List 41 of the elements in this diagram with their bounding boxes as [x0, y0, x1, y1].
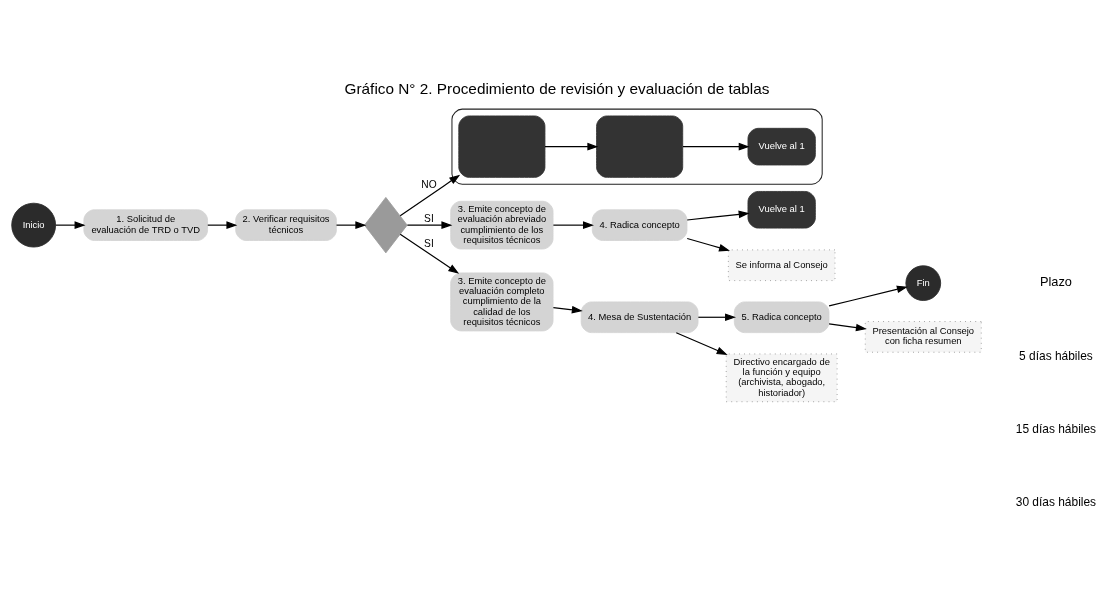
- node-circle: Fin: [905, 264, 942, 301]
- arrow: [55, 220, 86, 229]
- node-box: Directivo encargado de la función y equipo (archivista, abogado, historiador): [725, 353, 838, 402]
- arrow: [697, 312, 736, 321]
- arrow: [399, 233, 460, 274]
- arrow: [406, 220, 453, 229]
- arrow: [399, 174, 461, 216]
- label: 15 días hábiles: [1015, 421, 1097, 436]
- arrow: [544, 142, 599, 150]
- node-box: 3. Emite concepto de evaluación completo cumplimiento de la calidad de los requisitos técnicos: [450, 272, 554, 331]
- node-box: Se informa al Consejo: [727, 248, 836, 281]
- label: Plazo: [1039, 273, 1072, 289]
- arrow: [207, 220, 238, 229]
- node-box: [458, 115, 546, 178]
- node-box: 4. Mesa de Sustentación: [580, 301, 699, 333]
- node-box: 5. Radica concepto: [733, 301, 830, 333]
- arrow: [335, 220, 367, 229]
- node-box: [596, 115, 684, 178]
- node-box: Vuelve al 1: [747, 190, 816, 229]
- arrow: [552, 305, 583, 313]
- node-box: Vuelve al 1: [747, 127, 816, 165]
- arrow: [828, 322, 867, 331]
- edge-label: NO: [421, 178, 437, 190]
- node-circle: Inicio: [11, 202, 56, 247]
- arrow: [552, 220, 594, 229]
- node-box: 1. Solicitud de evaluación de TRD o TVD: [83, 208, 208, 241]
- node-diamond: [364, 196, 408, 253]
- diagram-title: Gráfico N° 2. Procedimiento de revisión y evaluación de tablas: [344, 79, 770, 97]
- arrow: [675, 331, 728, 355]
- arrow: [828, 285, 908, 306]
- label: 5 días hábiles: [1019, 348, 1093, 363]
- arrow: [686, 237, 730, 251]
- node-box: 3. Emite concepto de evaluación abreviado cumplimiento de los requisitos técnicos: [450, 200, 554, 249]
- edge-label: SI: [424, 237, 434, 249]
- arrow: [686, 210, 750, 221]
- node-box: 2. Verificar requisitos técnicos: [235, 208, 337, 241]
- edge-label: SI: [424, 212, 434, 224]
- node-box: Presentación al Consejo con ficha resumen: [864, 320, 982, 353]
- label: 30 días hábiles: [1015, 494, 1097, 509]
- node-box: 4. Radica concepto: [591, 208, 688, 241]
- arrow: [682, 142, 750, 150]
